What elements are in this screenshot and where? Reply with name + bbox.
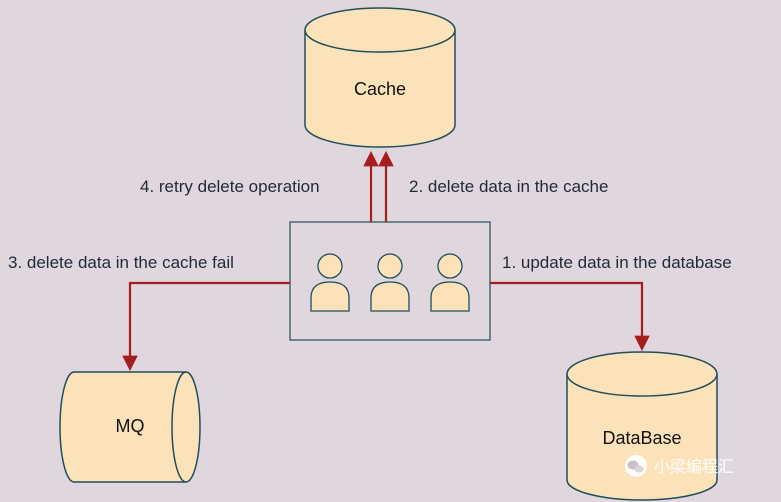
arrow-delete-fail xyxy=(122,281,290,372)
step3-label: 3. delete data in the cache fail xyxy=(8,253,234,272)
user-icon xyxy=(370,253,410,312)
mq-node[interactable]: MQ xyxy=(59,371,201,483)
database-node[interactable]: DataBase xyxy=(566,351,718,501)
step1-label: 1. update data in the database xyxy=(502,253,732,272)
arrow-update-db xyxy=(490,281,650,352)
wechat-icon xyxy=(625,455,647,477)
step4-label: 4. retry delete operation xyxy=(140,177,320,196)
user-icon xyxy=(310,253,350,312)
users-box[interactable] xyxy=(289,221,491,341)
user-icon xyxy=(430,253,470,312)
watermark-text: 小梁编程汇 xyxy=(654,457,734,476)
mq-label: MQ xyxy=(116,416,145,436)
database-label: DataBase xyxy=(602,428,681,448)
step2-label: 2. delete data in the cache xyxy=(409,177,608,196)
cache-label: Cache xyxy=(354,79,406,99)
watermark: 小梁编程汇 xyxy=(625,455,734,477)
cache-node[interactable]: Cache xyxy=(304,7,456,148)
